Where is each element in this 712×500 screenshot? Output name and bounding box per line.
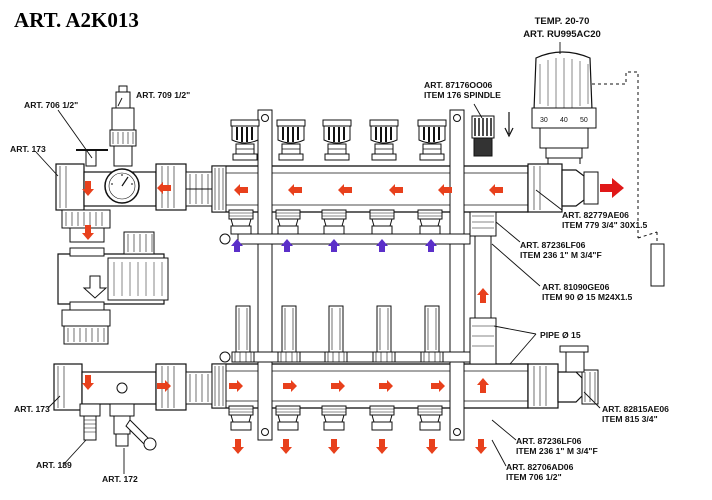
label-item815: ITEM 815 3/4" [602,414,658,424]
label-art87236-top: ART. 87236LF06 [520,240,586,250]
label-art87236-bottom: ART. 87236LF06 [516,436,582,446]
label-temp-range: TEMP. 20-70 [534,16,590,27]
label-art82815: ART. 82815AE06 [602,404,669,414]
svg-text:30: 30 [540,117,548,124]
label-art82706: ART. 82706AD06 [506,462,574,472]
label-art709: ART. 709 1/2" [136,90,191,100]
label-art172: ART. 172 [102,474,138,484]
label-art87176: ART. 87176OO06 [424,80,493,90]
label-item90: ITEM 90 Ø 15 M24X1.5 [542,292,633,302]
label-art706-top: ART. 706 1/2" [24,100,79,110]
label-art173-bottom: ART. 173 [14,404,50,414]
label-art189: ART. 189 [36,460,72,470]
label-thermostat-art: ART. RU995AC20 [523,29,601,40]
diagram-title: ART. A2K013 [14,8,139,32]
label-item236-top: ITEM 236 1" M 3/4"F [520,250,602,260]
label-item236-bottom: ITEM 236 1" M 3/4"F [516,446,598,456]
label-art173-top: ART. 173 [10,144,46,154]
label-item706-bottom: ITEM 706 1/2" [506,472,562,482]
label-art81090: ART. 81090GE06 [542,282,610,292]
svg-text:50: 50 [580,117,588,124]
svg-text:40: 40 [560,117,568,124]
label-art82779: ART. 82779AE06 [562,210,629,220]
label-item176: ITEM 176 SPINDLE [424,90,501,100]
label-pipe: PIPE Ø 15 [540,330,581,340]
label-item779: ITEM 779 3/4" 30X1.5 [562,220,648,230]
